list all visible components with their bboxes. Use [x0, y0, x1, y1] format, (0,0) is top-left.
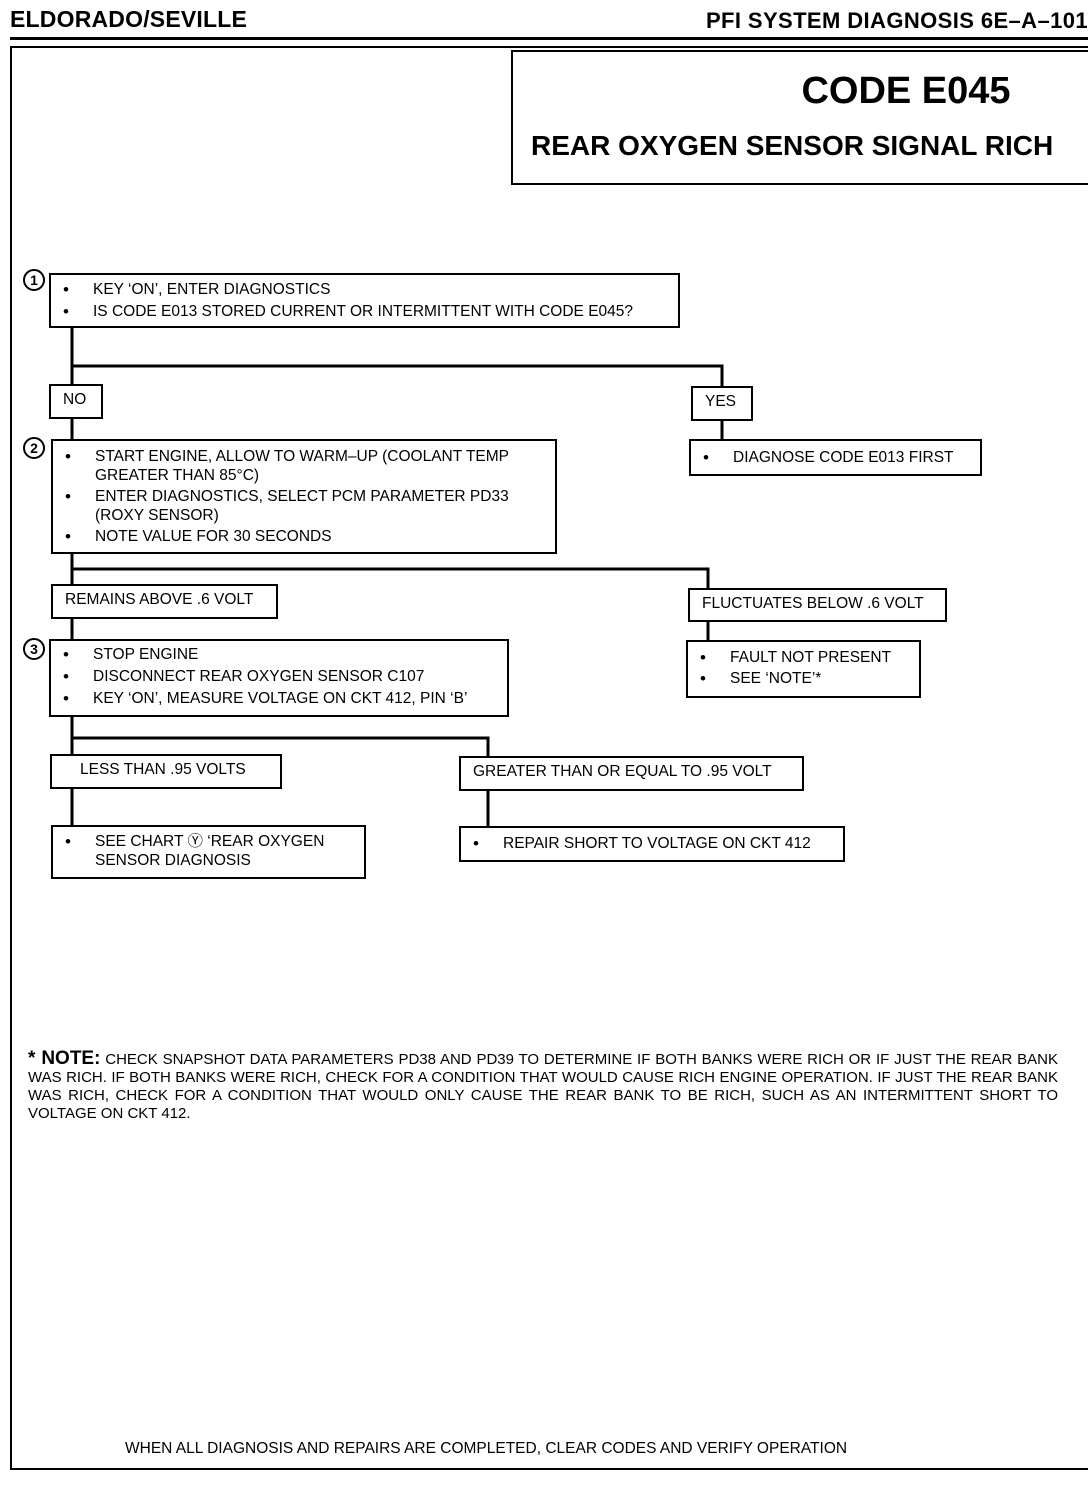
step-1-item: KEY ‘ON’, ENTER DIAGNOSTICS	[51, 280, 678, 299]
header-left: ELDORADO/SEVILLE	[10, 6, 248, 32]
less-than-label: LESS THAN .95 VOLTS	[50, 754, 282, 789]
step-1-item: IS CODE E013 STORED CURRENT OR INTERMITT…	[51, 302, 678, 321]
header-right: PFI SYSTEM DIAGNOSIS 6E–A–101	[705, 8, 1088, 33]
header-rule	[10, 37, 1088, 40]
step-2-item: NOTE VALUE FOR 30 SECONDS	[53, 527, 545, 546]
step-1-marker: 1	[23, 269, 45, 291]
title-box	[511, 50, 1088, 185]
note-label: * NOTE:	[28, 1048, 101, 1069]
step-2-box: START ENGINE, ALLOW TO WARM–UP (COOLANT …	[51, 439, 557, 554]
fault-item: FAULT NOT PRESENT	[688, 648, 919, 667]
repair-item: REPAIR SHORT TO VOLTAGE ON CKT 412	[461, 834, 843, 853]
fault-item: SEE ‘NOTE’*	[688, 669, 919, 688]
no-label: NO	[49, 384, 103, 419]
remains-above-label: REMAINS ABOVE .6 VOLT	[51, 584, 278, 619]
code-subtitle: REAR OXYGEN SENSOR SIGNAL RICH	[531, 130, 1054, 161]
step-3-marker: 3	[23, 638, 45, 660]
diagnose-e013-item: DIAGNOSE CODE E013 FIRST	[691, 448, 980, 467]
step-2-marker: 2	[23, 437, 45, 459]
step-3-item: DISCONNECT REAR OXYGEN SENSOR C107	[51, 667, 507, 686]
step-3-item: KEY ‘ON’, MEASURE VOLTAGE ON CKT 412, PI…	[51, 689, 507, 708]
step-3-item: STOP ENGINE	[51, 645, 507, 664]
fault-not-present-box: FAULT NOT PRESENT SEE ‘NOTE’*	[686, 640, 921, 698]
footer-instruction: WHEN ALL DIAGNOSIS AND REPAIRS ARE COMPL…	[125, 1440, 848, 1457]
see-chart-box: SEE CHART Ⓨ ‘REAR OXYGEN SENSOR DIAGNOSI…	[51, 825, 366, 879]
connector-2-fluct	[72, 567, 710, 588]
page-frame	[10, 46, 1088, 1470]
fluctuates-below-label: FLUCTUATES BELOW .6 VOLT	[688, 588, 947, 622]
repair-short-box: REPAIR SHORT TO VOLTAGE ON CKT 412	[459, 826, 845, 862]
note-text: CHECK SNAPSHOT DATA PARAMETERS PD38 AND …	[28, 1051, 1059, 1122]
step-2-item: ENTER DIAGNOSTICS, SELECT PCM PARAMETER …	[53, 487, 545, 525]
step-2-item: START ENGINE, ALLOW TO WARM–UP (COOLANT …	[53, 447, 545, 485]
yes-label: YES	[691, 386, 753, 421]
diagnose-e013-box: DIAGNOSE CODE E013 FIRST	[689, 439, 982, 476]
note-paragraph: * NOTE: CHECK SNAPSHOT DATA PARAMETERS P…	[28, 1048, 1059, 1123]
see-chart-item: SEE CHART Ⓨ ‘REAR OXYGEN SENSOR DIAGNOSI…	[53, 832, 364, 870]
step-1-box: KEY ‘ON’, ENTER DIAGNOSTICS IS CODE E013…	[49, 273, 680, 328]
step-3-box: STOP ENGINE DISCONNECT REAR OXYGEN SENSO…	[49, 639, 509, 717]
connector-3-greater	[72, 736, 490, 757]
greater-equal-label: GREATER THAN OR EQUAL TO .95 VOLT	[459, 756, 804, 791]
connector-1-yes	[72, 364, 724, 386]
code-title: CODE E045	[801, 70, 1011, 112]
